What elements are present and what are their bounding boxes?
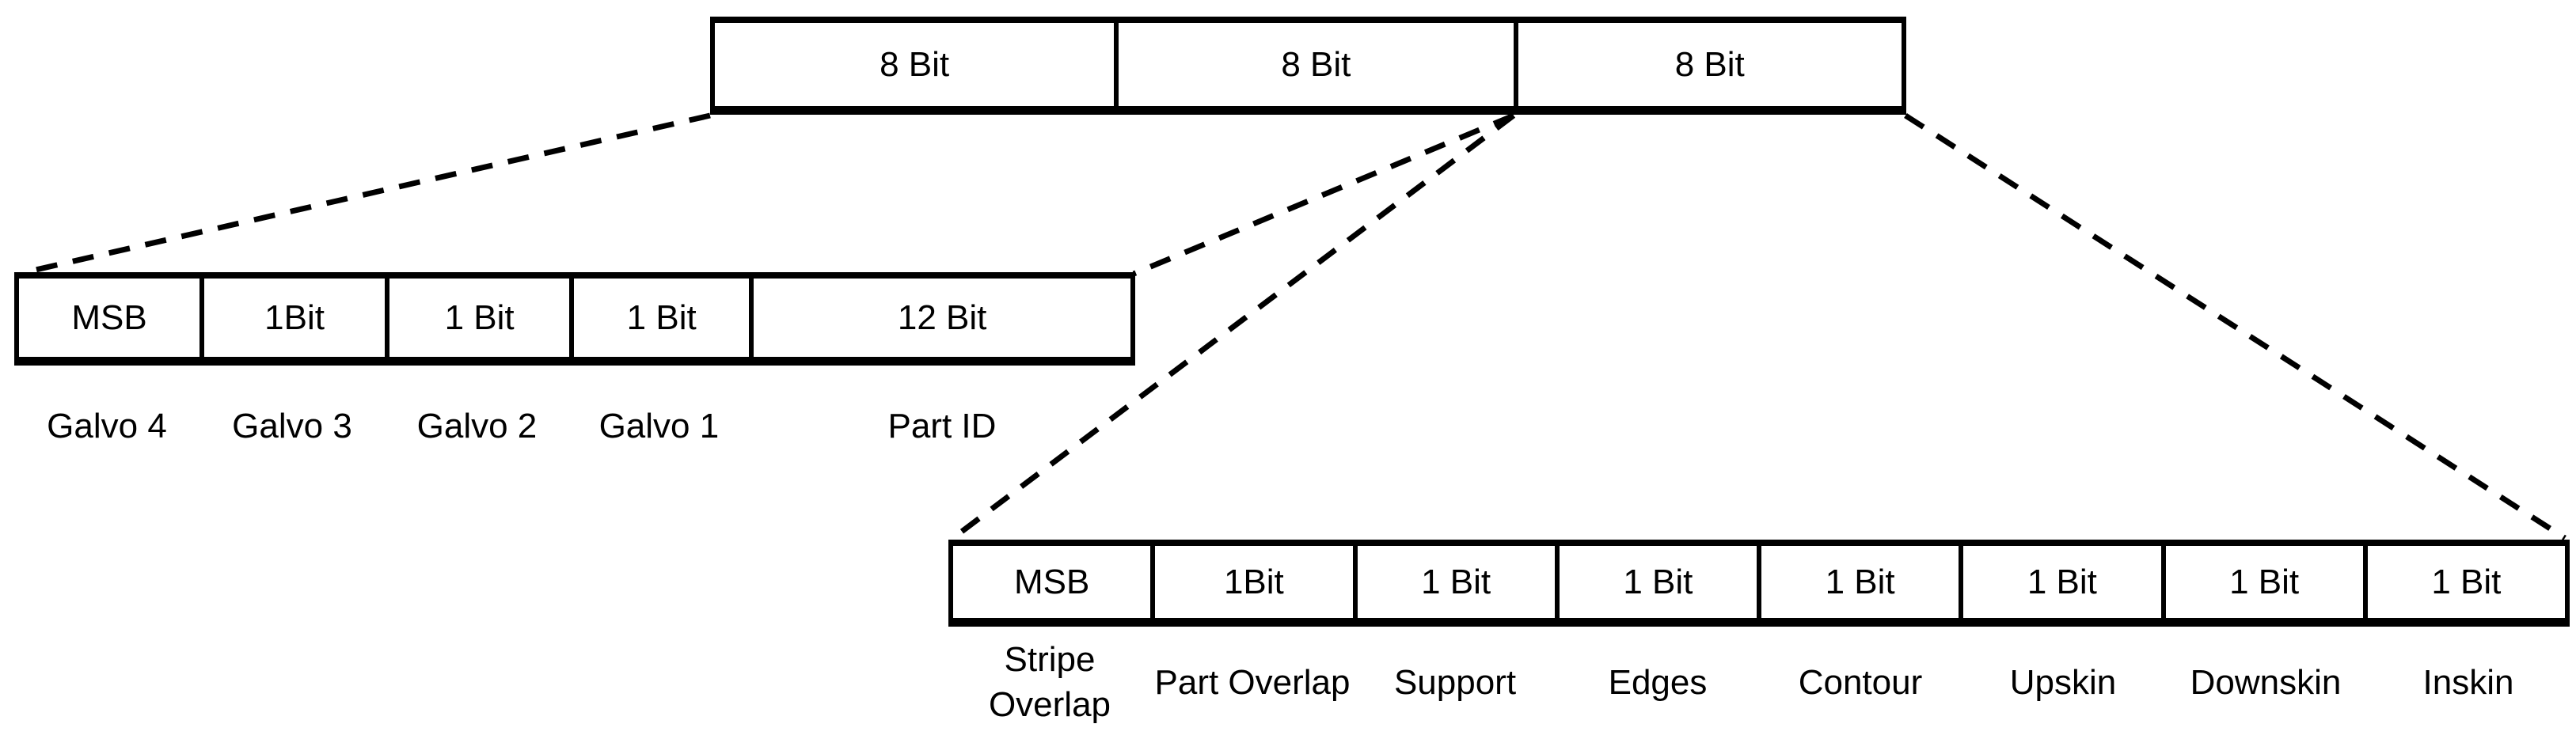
bit-field-text: 1 Bit [2027, 562, 2097, 601]
bit-field-cell: 1 Bit [1554, 546, 1757, 618]
galvo-label-row: Galvo 4 Galvo 3 Galvo 2 Galvo 1 Part ID [14, 398, 1135, 453]
byte-cell: 8 Bit [1114, 23, 1513, 106]
bit-field-text: 1 Bit [2229, 562, 2300, 601]
bit-field-cell: 1 Bit [1352, 546, 1555, 618]
field-label: Support [1393, 662, 1517, 702]
bit-field-text: MSB [71, 297, 147, 337]
byte-cell: 8 Bit [1513, 23, 1902, 106]
byte-row: 8 Bit 8 Bit 8 Bit [710, 17, 1906, 115]
bit-field-text: 1 Bit [1623, 562, 1693, 601]
galvo-field-row: MSB 1Bit 1 Bit 1 Bit 12 Bit [14, 272, 1135, 366]
bit-field-cell: 1 Bit [1757, 546, 1959, 618]
field-label: Downskin [2190, 662, 2342, 702]
bit-field-cell: 1 Bit [2160, 546, 2363, 618]
field-label: Part ID [887, 406, 997, 445]
byte-cell-text: 8 Bit [880, 44, 950, 84]
bit-field-cell: 1Bit [1150, 546, 1352, 618]
expand-line-galvo-left [25, 112, 711, 275]
field-label: Upskin [2009, 662, 2117, 702]
bit-field-text: 1 Bit [2431, 562, 2502, 601]
bit-field-text: MSB [1013, 562, 1090, 601]
bit-field-cell: 12 Bit [749, 279, 1130, 357]
bit-field-text: 1Bit [264, 297, 325, 337]
expand-line-galvo-right [1132, 112, 1515, 277]
bit-field-cell: 1Bit [199, 279, 385, 357]
bit-field-cell: 1 Bit [2362, 546, 2565, 618]
bit-field-text: 12 Bit [897, 297, 987, 337]
field-label: Galvo 3 [232, 406, 352, 445]
field-label: Edges [1608, 662, 1708, 702]
mode-field-row: MSB 1Bit 1 Bit 1 Bit 1 Bit 1 Bit 1 Bit 1… [948, 540, 2570, 627]
field-label: Galvo 1 [598, 406, 720, 445]
field-label: Inskin [2422, 662, 2514, 702]
field-label: Stripe Overlap [988, 640, 1111, 724]
bit-field-cell: 1 Bit [569, 279, 749, 357]
field-label: Part Overlap [1154, 662, 1351, 702]
bit-field-cell: 1 Bit [385, 279, 569, 357]
bit-field-cell: 1 Bit [1959, 546, 2160, 618]
bit-field-text: 1 Bit [1825, 562, 1895, 601]
byte-cell: 8 Bit [715, 23, 1114, 106]
bit-field-cell: MSB [19, 279, 199, 357]
bit-field-text: 1 Bit [1421, 562, 1491, 601]
field-label: Contour [1798, 662, 1923, 702]
field-label: Galvo 4 [47, 406, 167, 445]
field-label: Galvo 2 [416, 406, 538, 445]
bit-field-cell: MSB [953, 546, 1150, 618]
expand-line-mode-left [951, 113, 1516, 540]
bit-field-text: 1Bit [1223, 562, 1284, 601]
expand-line-mode-right [1904, 113, 2567, 540]
bit-field-text: 1 Bit [444, 297, 515, 337]
bit-field-text: 1 Bit [626, 297, 697, 337]
byte-cell-text: 8 Bit [1674, 44, 1745, 84]
mode-label-row: Stripe Overlap Part Overlap Support Edge… [948, 636, 2570, 728]
byte-cell-text: 8 Bit [1281, 44, 1351, 84]
